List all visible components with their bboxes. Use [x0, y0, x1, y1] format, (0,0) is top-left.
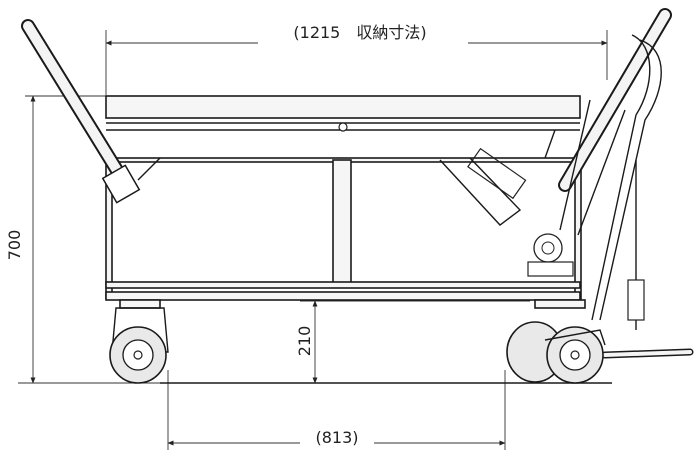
- dimension-wheel-base: (813): [167, 370, 506, 450]
- right-caster-wheel: [506, 299, 606, 384]
- right-handle: [558, 8, 694, 359]
- dimension-wheel-base-label: (813): [315, 428, 358, 447]
- dimension-top-width: (1215 収納寸法): [105, 23, 608, 95]
- dimension-deck-height: 210: [295, 300, 530, 384]
- left-caster-wheel: [109, 299, 169, 384]
- dimension-height-label: 700: [5, 230, 24, 261]
- dimension-top-width-label: (1215 収納寸法): [293, 23, 426, 42]
- cart-frame: [105, 95, 582, 301]
- left-handle: [21, 19, 161, 204]
- dimension-deck-height-label: 210: [295, 326, 314, 357]
- top-bolt: [338, 122, 348, 132]
